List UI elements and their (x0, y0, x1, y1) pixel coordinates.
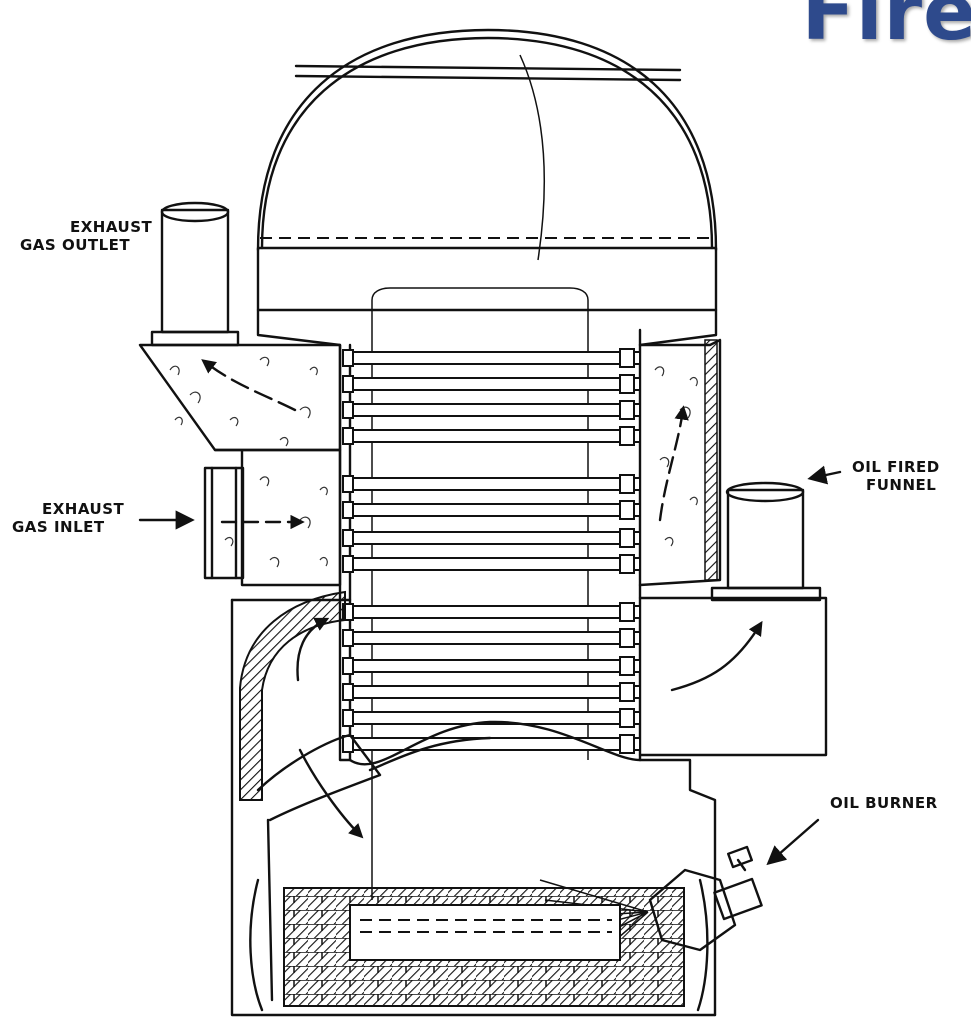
label-exhaust-outlet-1: EXHAUST (70, 218, 152, 236)
tube-end-left (342, 629, 354, 647)
tube-end-left (342, 427, 354, 445)
tube-end-right (619, 734, 635, 754)
right-gas-column (638, 338, 722, 587)
refractory-base (249, 878, 709, 1012)
steam-dome (256, 28, 718, 312)
tube-end-right (619, 628, 635, 648)
label-oil-funnel-1: OIL FIRED (852, 458, 940, 476)
tube-end-right (619, 500, 635, 520)
label-exhaust-inlet-1: EXHAUST (42, 500, 124, 518)
tube-bank (342, 348, 641, 754)
fire-tube (349, 557, 641, 571)
tube-end-right (619, 348, 635, 368)
tube-end-right (619, 474, 635, 494)
furnace-casing (230, 590, 717, 1017)
fire-tube (349, 429, 641, 443)
fire-tube (349, 685, 641, 699)
fire-tube (349, 477, 641, 491)
tube-end-right (619, 400, 635, 420)
tube-end-left (342, 657, 354, 675)
tube-end-left (342, 683, 354, 701)
fire-tube (349, 403, 641, 417)
tube-end-left (342, 375, 354, 393)
furnace-crown (348, 720, 717, 1017)
label-oil-funnel-2: FUNNEL (866, 476, 936, 494)
tube-end-left (342, 349, 354, 367)
tube-end-right (619, 528, 635, 548)
fire-tube (349, 631, 641, 645)
tube-end-right (619, 656, 635, 676)
tube-end-right (619, 426, 635, 446)
fire-tube (349, 351, 641, 365)
fire-tube (349, 377, 641, 391)
tube-end-left (342, 501, 354, 519)
fire-tube (349, 659, 641, 673)
label-oil-burner: OIL BURNER (830, 794, 938, 812)
oil-fired-funnel (638, 481, 828, 757)
tube-end-right (619, 708, 635, 728)
tube-end-left (342, 401, 354, 419)
tube-end-right (619, 682, 635, 702)
slide-title: Fire (801, 0, 971, 58)
fire-tube (349, 605, 641, 619)
tube-end-right (619, 602, 635, 622)
tube-end-right (619, 374, 635, 394)
exhaust-gas-box (138, 201, 342, 587)
tube-end-left (342, 555, 354, 573)
tube-end-left (342, 475, 354, 493)
label-exhaust-outlet-2: GAS OUTLET (20, 236, 130, 254)
tube-end-right (619, 554, 635, 574)
tube-end-left (342, 529, 354, 547)
fire-tube (349, 531, 641, 545)
tube-end-left (342, 709, 354, 727)
label-exhaust-inlet-2: GAS INLET (12, 518, 105, 536)
fire-tube (349, 503, 641, 517)
